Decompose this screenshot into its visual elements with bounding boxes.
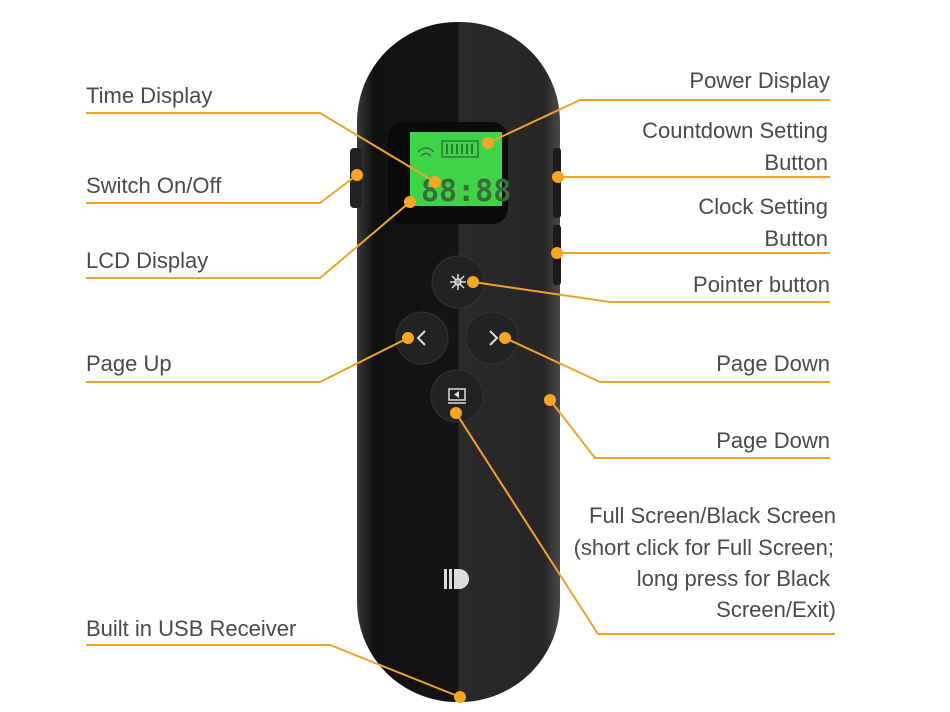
label-page-up: Page Up	[86, 351, 172, 376]
label-clock-line2: Button	[764, 226, 828, 251]
label-full-screen-line3: long press for Black	[637, 566, 831, 591]
chevron-right-icon	[489, 330, 499, 346]
page-up-button[interactable]	[395, 311, 449, 365]
label-switch: Switch On/Off	[86, 173, 222, 198]
leader-lines	[86, 99, 835, 703]
battery-icon	[441, 140, 479, 158]
chevron-left-icon	[416, 330, 426, 346]
label-countdown-line1: Countdown Setting	[642, 118, 828, 143]
label-full-screen-line4: Screen/Exit)	[716, 597, 836, 622]
page-down-button[interactable]	[465, 311, 519, 365]
label-time-display: Time Display	[86, 83, 212, 108]
label-power-display: Power Display	[689, 68, 830, 93]
wireless-icon	[417, 147, 435, 157]
label-page-down-1: Page Down	[716, 351, 830, 376]
presenter-device: 88:88	[350, 22, 561, 702]
label-full-screen-line1: Full Screen/Black Screen	[589, 503, 836, 528]
label-page-down-2: Page Down	[716, 428, 830, 453]
label-countdown-line2: Button	[764, 150, 828, 175]
label-lcd-display: LCD Display	[86, 248, 208, 273]
label-usb-receiver: Built in USB Receiver	[86, 616, 296, 641]
countdown-side-button[interactable]	[553, 148, 561, 218]
label-clock-line1: Clock Setting	[698, 194, 828, 219]
label-full-screen-line2: (short click for Full Screen;	[574, 535, 834, 560]
screen-icon	[448, 388, 466, 404]
pointer-icon	[450, 274, 466, 290]
label-pointer: Pointer button	[693, 272, 830, 297]
brand-logo	[444, 569, 469, 589]
